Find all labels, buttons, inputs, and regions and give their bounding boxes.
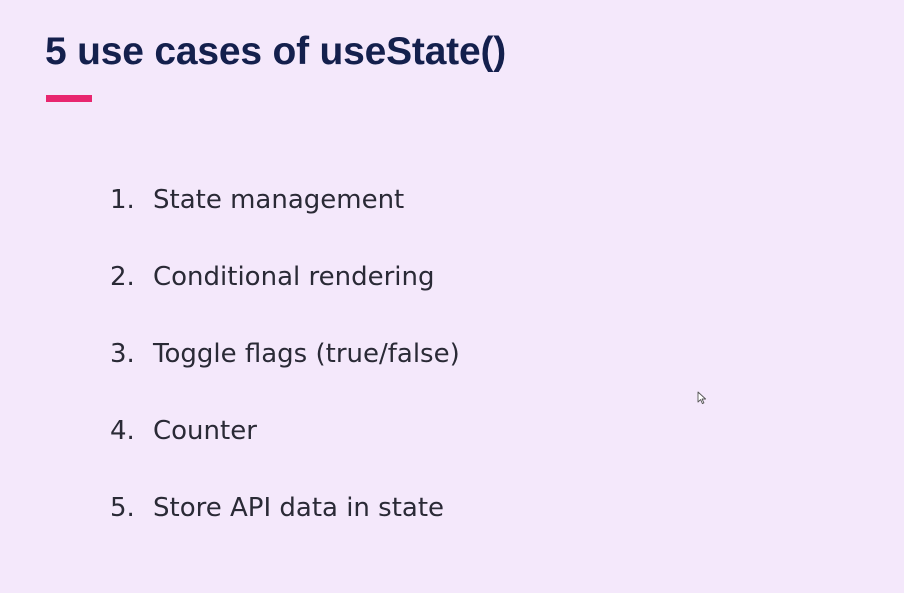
list-item-text: Store API data in state	[153, 493, 445, 523]
slide-title: 5 use cases of useState()	[45, 30, 507, 73]
list-item: 1. State management	[110, 180, 460, 257]
mouse-pointer-icon	[697, 391, 707, 405]
list-item: 2. Conditional rendering	[110, 257, 460, 334]
list-item-number: 3.	[110, 339, 135, 369]
title-accent-bar	[46, 95, 92, 102]
list-item-number: 4.	[110, 416, 135, 446]
list-item-text: Toggle flags (true/false)	[153, 339, 460, 369]
list-item: 4. Counter	[110, 411, 460, 488]
list-item-text: State management	[153, 185, 405, 215]
list-item-number: 5.	[110, 493, 135, 523]
list-item-text: Conditional rendering	[153, 262, 435, 292]
use-cases-list: 1. State management 2. Conditional rende…	[110, 180, 460, 565]
list-item: 5. Store API data in state	[110, 488, 460, 565]
list-item-number: 2.	[110, 262, 135, 292]
list-item: 3. Toggle flags (true/false)	[110, 334, 460, 411]
list-item-text: Counter	[153, 416, 257, 446]
list-item-number: 1.	[110, 185, 135, 215]
